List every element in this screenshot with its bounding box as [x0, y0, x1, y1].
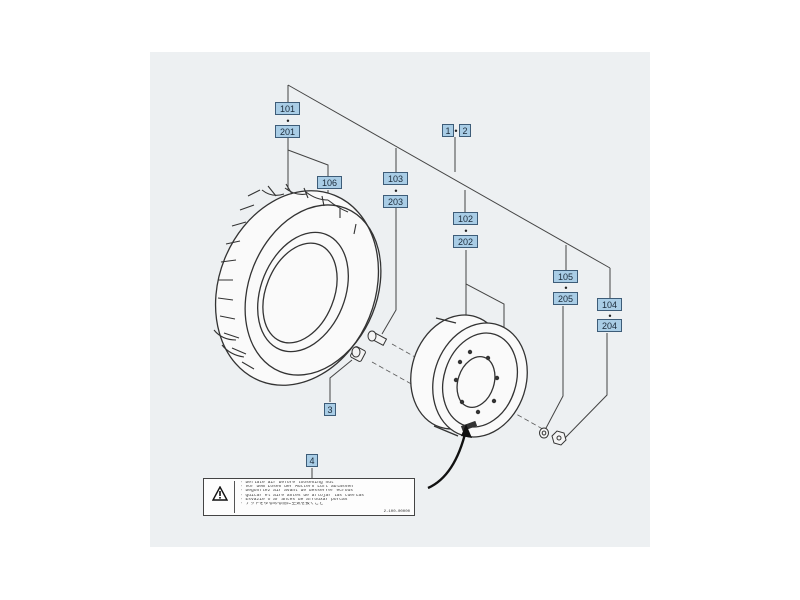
callout-101[interactable]: 101: [275, 102, 300, 115]
callout-104[interactable]: 104: [597, 298, 622, 311]
wheel-nut: [551, 430, 567, 446]
warning-line: · Quitar el aire antes de aflojar las tu…: [240, 493, 365, 498]
warning-triangle-icon: [212, 486, 228, 501]
cap-nut: [350, 346, 366, 362]
callout-201[interactable]: 201: [275, 125, 300, 138]
callout-103[interactable]: 103: [383, 172, 408, 185]
label-location-arrow: [427, 424, 472, 490]
callout-1[interactable]: 1: [442, 124, 454, 137]
callout-3[interactable]: 3: [324, 403, 336, 416]
warning-line: · ナットをゆるめる前に空気を抜くこと: [240, 502, 324, 507]
tire: [213, 183, 382, 386]
wheel-bolt: [367, 330, 388, 346]
warning-line: · Degonflez air avant de desserrer ecrou…: [240, 489, 354, 494]
separator-dot: •: [564, 283, 568, 293]
callout-205[interactable]: 205: [553, 292, 578, 305]
callout-203[interactable]: 203: [383, 195, 408, 208]
label-divider: [234, 481, 235, 513]
warning-label: · Deflate air before loosening nut · Vor…: [203, 478, 415, 516]
separator-dot: •: [286, 116, 290, 126]
separator-dot: •: [608, 311, 612, 321]
callout-202[interactable]: 202: [453, 235, 478, 248]
callout-2[interactable]: 2: [459, 124, 471, 137]
callout-102[interactable]: 102: [453, 212, 478, 225]
separator-dot: •: [454, 126, 458, 136]
label-part-code: 2-100-00000: [383, 510, 410, 514]
warning-line: · Esvazie o ar antes de afrouxar porcas: [240, 497, 348, 502]
washer: [539, 427, 549, 439]
warning-line: · Vor dem Losen der Muttern Luft ablasse…: [240, 485, 354, 490]
separator-dot: •: [464, 226, 468, 236]
callout-106[interactable]: 106: [317, 176, 342, 189]
separator-dot: •: [394, 186, 398, 196]
callout-105[interactable]: 105: [553, 270, 578, 283]
callout-204[interactable]: 204: [597, 319, 622, 332]
warning-line: · Deflate air before loosening nut: [240, 481, 334, 485]
wheel-rim: [410, 314, 528, 438]
warning-text: · Deflate air before loosening nut · Vor…: [240, 481, 412, 506]
callout-4[interactable]: 4: [306, 454, 318, 467]
